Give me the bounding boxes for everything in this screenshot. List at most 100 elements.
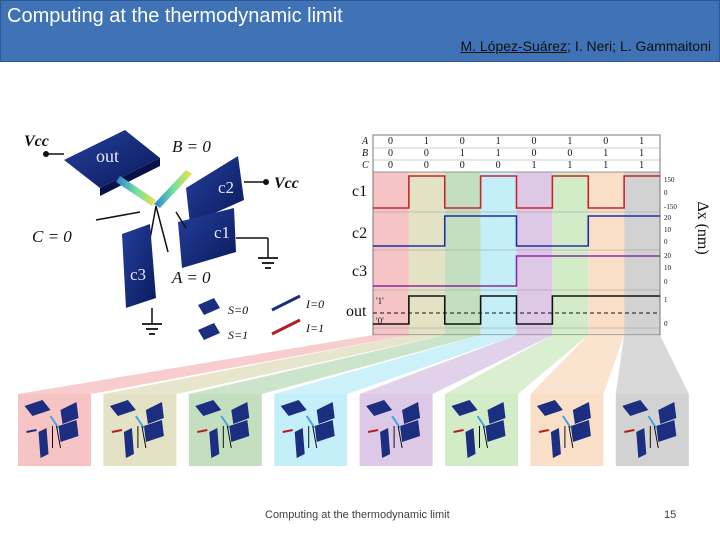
- title-bar: Computing at the thermodynamic limit M. …: [0, 0, 720, 62]
- state-frame-1: [103, 394, 177, 466]
- tt-b-6: 1: [603, 148, 608, 159]
- right-axis-ticks: 150 0 -150 20 10 0 20 10 0 1 0: [664, 176, 677, 328]
- tt-a-2: 0: [460, 136, 465, 147]
- out-tick-0: 0: [664, 320, 668, 328]
- out-tick-1: 1: [664, 296, 668, 304]
- out-paddle: [64, 130, 160, 188]
- legend-i0-label: I=0: [305, 297, 324, 311]
- tt-b-7: 1: [639, 148, 644, 159]
- tt-b-3: 1: [496, 148, 501, 159]
- band-1: [408, 172, 445, 335]
- tt-row-label-c: C: [362, 160, 369, 171]
- band-3: [480, 172, 517, 335]
- author-gammaitoni: L. Gammaitoni: [619, 38, 711, 54]
- out-label: out: [96, 146, 119, 166]
- c3-paddle: [122, 224, 156, 308]
- author-lopez: M. López-Suárez: [460, 38, 568, 54]
- state-frame-5: [445, 394, 518, 466]
- vcc-left-label: Vcc: [24, 133, 49, 150]
- c2-tick-20: 20: [664, 214, 672, 222]
- column-bands: [373, 172, 660, 335]
- c3-tick-0: 0: [664, 278, 668, 286]
- c2-paddle: [186, 156, 244, 224]
- c2-tick-0: 0: [664, 238, 668, 246]
- tt-c-3: 0: [496, 160, 501, 171]
- tt-c-1: 0: [424, 160, 429, 171]
- trace-label-out: out: [346, 303, 367, 320]
- author-sep-2: ;: [612, 38, 620, 54]
- out-level-0: '0': [376, 316, 384, 326]
- tt-row-label-a: A: [361, 136, 369, 147]
- tt-c-5: 1: [567, 160, 572, 171]
- c2-label: c2: [218, 178, 234, 197]
- b-input-label: B = 0: [172, 137, 211, 156]
- slide-title: Computing at the thermodynamic limit: [7, 5, 343, 27]
- out-level-1: '1': [376, 296, 384, 306]
- state-frame-0: [18, 394, 91, 466]
- state-frame-4: [359, 394, 433, 466]
- a-input-label: A = 0: [171, 268, 211, 287]
- state-frame-2: [188, 394, 262, 466]
- c1-tick-0: 0: [664, 189, 668, 197]
- tt-a-1: 1: [424, 136, 429, 147]
- band-6: [588, 172, 625, 335]
- state-frame-7: [615, 394, 689, 466]
- tt-a-6: 0: [603, 136, 608, 147]
- c1-paddle: [178, 208, 236, 268]
- author-neri: I. Neri: [574, 38, 613, 54]
- band-5: [552, 172, 589, 335]
- c3-label: c3: [130, 265, 146, 284]
- state-frames: [18, 394, 689, 466]
- trace-c2: [373, 215, 660, 247]
- trace-label-c3: c3: [352, 263, 367, 280]
- tt-a-0: 0: [388, 136, 393, 147]
- fan-5: [445, 335, 589, 394]
- band-4: [516, 172, 553, 335]
- tt-b-0: 0: [388, 148, 393, 159]
- trace-c3: [373, 255, 660, 287]
- tt-a-5: 1: [567, 136, 572, 147]
- fan-7: [615, 335, 689, 394]
- tt-c-4: 1: [531, 160, 536, 171]
- footer-title: Computing at the thermodynamic limit: [265, 509, 450, 521]
- circuit-legend: S=0 S=1 I=0 I=1: [198, 294, 324, 342]
- fan-2: [188, 335, 481, 394]
- trace-label-c2: c2: [352, 225, 367, 242]
- fan-3: [274, 335, 517, 394]
- trace-out: [373, 295, 660, 325]
- page-number: 15: [664, 509, 677, 521]
- tt-c-6: 1: [603, 160, 608, 171]
- c1-tick-150: 150: [664, 176, 675, 184]
- fan-4: [359, 335, 553, 394]
- trace-c1: [373, 175, 660, 209]
- trace-label-c1: c1: [352, 183, 367, 200]
- c1-label: c1: [214, 223, 230, 242]
- state-frame-3: [274, 394, 348, 466]
- tt-a-3: 1: [496, 136, 501, 147]
- tt-a-4: 0: [531, 136, 536, 147]
- band-2: [444, 172, 481, 335]
- band-0: [373, 172, 409, 335]
- author-sep-1: ;: [567, 38, 575, 54]
- tt-b-1: 0: [424, 148, 429, 159]
- tt-b-5: 0: [567, 148, 572, 159]
- c3-tick-10: 10: [664, 264, 672, 272]
- y-axis-label: Δx (nm): [694, 201, 711, 254]
- tt-a-7: 1: [639, 136, 644, 147]
- trace-lines: [373, 175, 660, 329]
- projection-fans: [18, 335, 689, 394]
- c3-tick-20: 20: [664, 252, 672, 260]
- c1-tick-neg150: -150: [664, 203, 677, 211]
- fan-0: [18, 335, 409, 394]
- c2-tick-10: 10: [664, 226, 672, 234]
- state-frame-6: [530, 394, 604, 466]
- legend-s0-label: S=0: [228, 303, 248, 317]
- legend-i1-label: I=1: [305, 321, 324, 335]
- vcc-right-label: Vcc: [274, 175, 299, 192]
- figure: out Vcc B = 0 c2 Vcc c1 C = 0 c3: [18, 130, 711, 466]
- legend-s1-label: S=1: [228, 328, 248, 342]
- tt-c-2: 0: [460, 160, 465, 171]
- authors-line: M. López-Suárez; I. Neri; L. Gammaitoni: [460, 38, 711, 54]
